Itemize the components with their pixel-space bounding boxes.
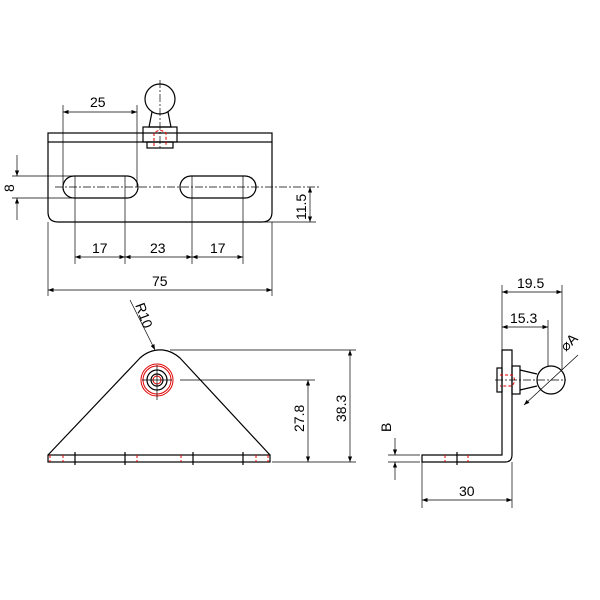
- dim-11-5: 11.5: [293, 194, 309, 220]
- dim-27-8: 27.8: [291, 405, 307, 432]
- side-view: 19.5 15.3 ⌀A B 30: [378, 275, 581, 508]
- dim-19-5: 19.5: [517, 275, 544, 291]
- dim-b: B: [378, 423, 394, 432]
- dim-r10: R10: [132, 301, 156, 331]
- dim-38-3: 38.3: [333, 395, 349, 422]
- dim-15-3: 15.3: [510, 310, 537, 326]
- front-view: R10 27.8 38.3: [47, 299, 356, 465]
- dim-8: 8: [1, 184, 17, 192]
- ball-stud-hole-icon: [140, 363, 174, 400]
- dim-75: 75: [152, 273, 168, 289]
- dim-30: 30: [459, 483, 475, 499]
- ball-stud-icon: [142, 80, 178, 150]
- top-view: 25 8 11.5 17 23 17 75: [1, 80, 320, 296]
- dim-diameter-a: ⌀A: [557, 330, 581, 354]
- dim-25: 25: [90, 94, 106, 110]
- dim-17-left: 17: [92, 240, 108, 256]
- dim-23: 23: [150, 240, 166, 256]
- dim-17-right: 17: [210, 240, 226, 256]
